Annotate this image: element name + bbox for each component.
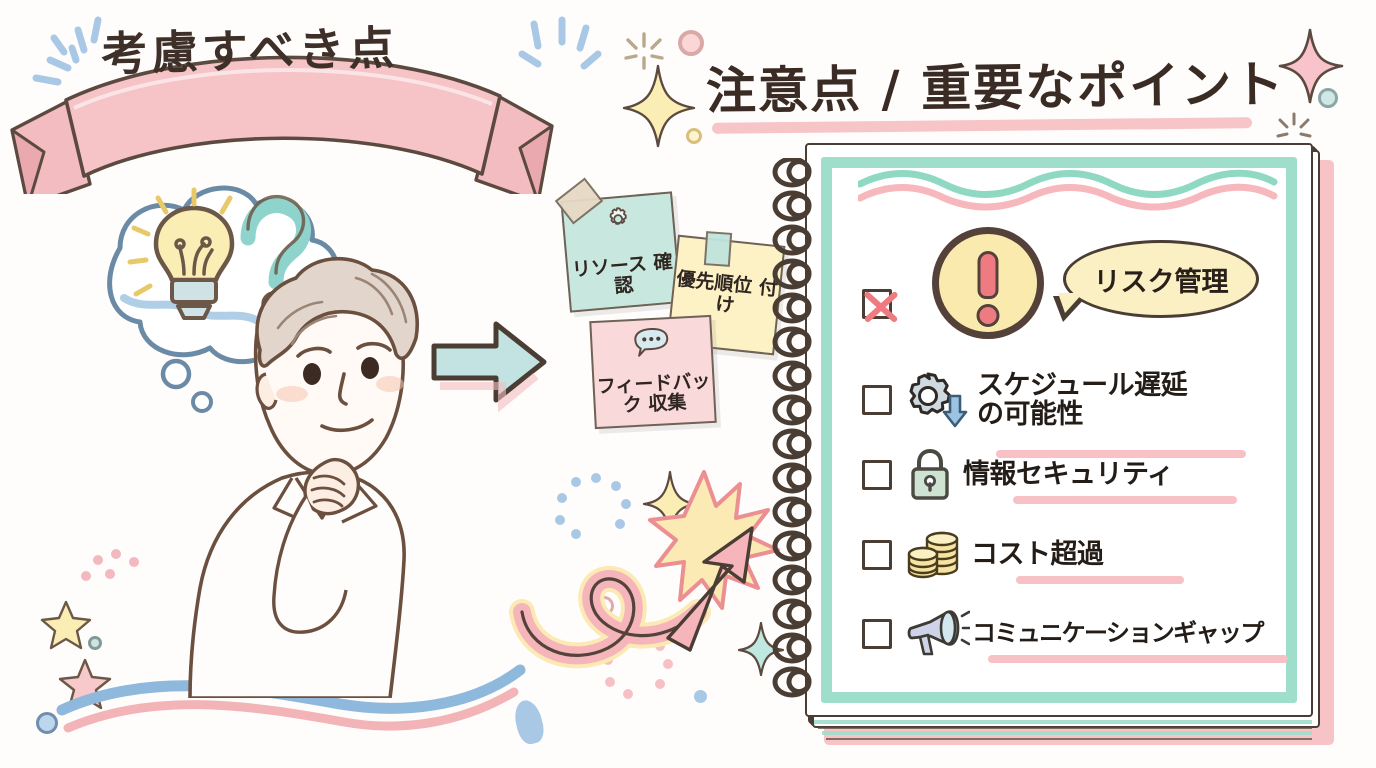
checklist-row-risk[interactable] <box>862 248 1302 364</box>
loop-arrow-icon <box>509 470 780 669</box>
page-edge-1 <box>818 727 1312 730</box>
circle-pink-headline <box>678 30 704 56</box>
speech-bubble-tail-inner <box>1058 293 1083 313</box>
sparkle-yellow-headline <box>622 64 696 148</box>
sticky-note-feedback[interactable]: フィードバック 収集 <box>589 314 717 430</box>
sticky-note-label: フィードバック 収集 <box>596 369 711 418</box>
circle-teal-bottomleft <box>88 636 102 650</box>
underline-cost <box>1016 576 1184 584</box>
page-wave-decoration <box>858 169 1278 211</box>
checklist-label-communication: コミュニケーションギャップ <box>972 619 1264 648</box>
megaphone-icon <box>906 608 970 660</box>
callout-label: リスク管理 <box>1093 266 1229 298</box>
checklist-row-schedule[interactable]: スケジュール遅延 の可能性 <box>862 370 1302 430</box>
dot-ring-pink-bottomleft <box>81 549 139 581</box>
checkbox-communication[interactable] <box>862 619 892 649</box>
circle-blue-small-loop <box>694 690 707 703</box>
risk-management-callout: リスク管理 <box>1063 240 1259 318</box>
sparkle-dash-topright <box>1276 112 1312 138</box>
sparkle-dashes-topleft <box>32 16 102 86</box>
sparkle-pink-topright <box>1278 28 1344 104</box>
sparkle-dashes-topright-ribbon <box>518 16 602 70</box>
checklist-row-security[interactable]: 情報セキュリティ <box>862 448 1302 504</box>
sticky-note-label: リソース 確認 <box>571 250 674 299</box>
checkbox-security[interactable] <box>862 460 892 490</box>
coins-icon <box>906 528 962 582</box>
checklist-label-security: 情報セキュリティ <box>963 459 1174 491</box>
person-head <box>253 256 419 477</box>
dot-ring-blue-loop <box>555 473 631 539</box>
speech-bubble-icon <box>634 328 669 357</box>
ribbon-banner <box>10 55 554 194</box>
gear-down-arrow-icon <box>906 370 968 430</box>
exclamation-dot <box>976 304 1000 327</box>
sparkle-dash-headline <box>624 32 664 70</box>
page-edge-2 <box>826 738 1312 741</box>
notebook-inner-border <box>821 157 1297 703</box>
notebook <box>805 143 1313 717</box>
person-body <box>188 457 406 698</box>
spiral-binding <box>772 158 812 698</box>
page-title: 注意点 / 重要なポイント <box>705 55 1286 121</box>
star-yellow-bottomleft <box>40 600 92 650</box>
arrow-right-icon <box>431 321 547 412</box>
warning-circle-icon <box>932 227 1044 339</box>
underline-communication <box>988 655 1288 663</box>
checklist-label-schedule: スケジュール遅延 の可能性 <box>977 369 1188 430</box>
checklist-label-cost: コスト超過 <box>971 539 1104 571</box>
circle-yellow-small <box>686 128 702 144</box>
sticky-note-resource[interactable]: リソース 確認 <box>560 191 682 313</box>
notebook-checklist: スケジュール遅延 の可能性 情報セキュリティ <box>862 248 1302 666</box>
page-edge-mint-2 <box>822 731 1312 735</box>
page-edge-mint <box>814 720 1312 724</box>
checklist-row-communication[interactable]: コミュニケーションギャップ <box>862 608 1302 663</box>
sticky-note-label: 優先順位 付け <box>675 268 779 317</box>
circle-teal-topright <box>1318 88 1338 108</box>
lightbulb-icon <box>127 187 235 320</box>
exclamation-bar <box>977 251 999 299</box>
checkbox-risk[interactable] <box>862 289 892 319</box>
underline-schedule <box>996 450 1246 458</box>
checkbox-cost[interactable] <box>862 540 892 570</box>
gear-icon <box>609 207 627 225</box>
checkbox-schedule[interactable] <box>862 385 892 415</box>
checklist-row-cost[interactable]: コスト超過 <box>862 528 1302 584</box>
circle-blue-bottomleft <box>36 712 58 734</box>
underline-security <box>1013 496 1237 504</box>
tape-strip-mint <box>703 231 733 267</box>
lock-icon <box>906 448 954 502</box>
thinking-person-illustration <box>107 185 419 698</box>
bottom-wave-lines <box>56 664 526 733</box>
